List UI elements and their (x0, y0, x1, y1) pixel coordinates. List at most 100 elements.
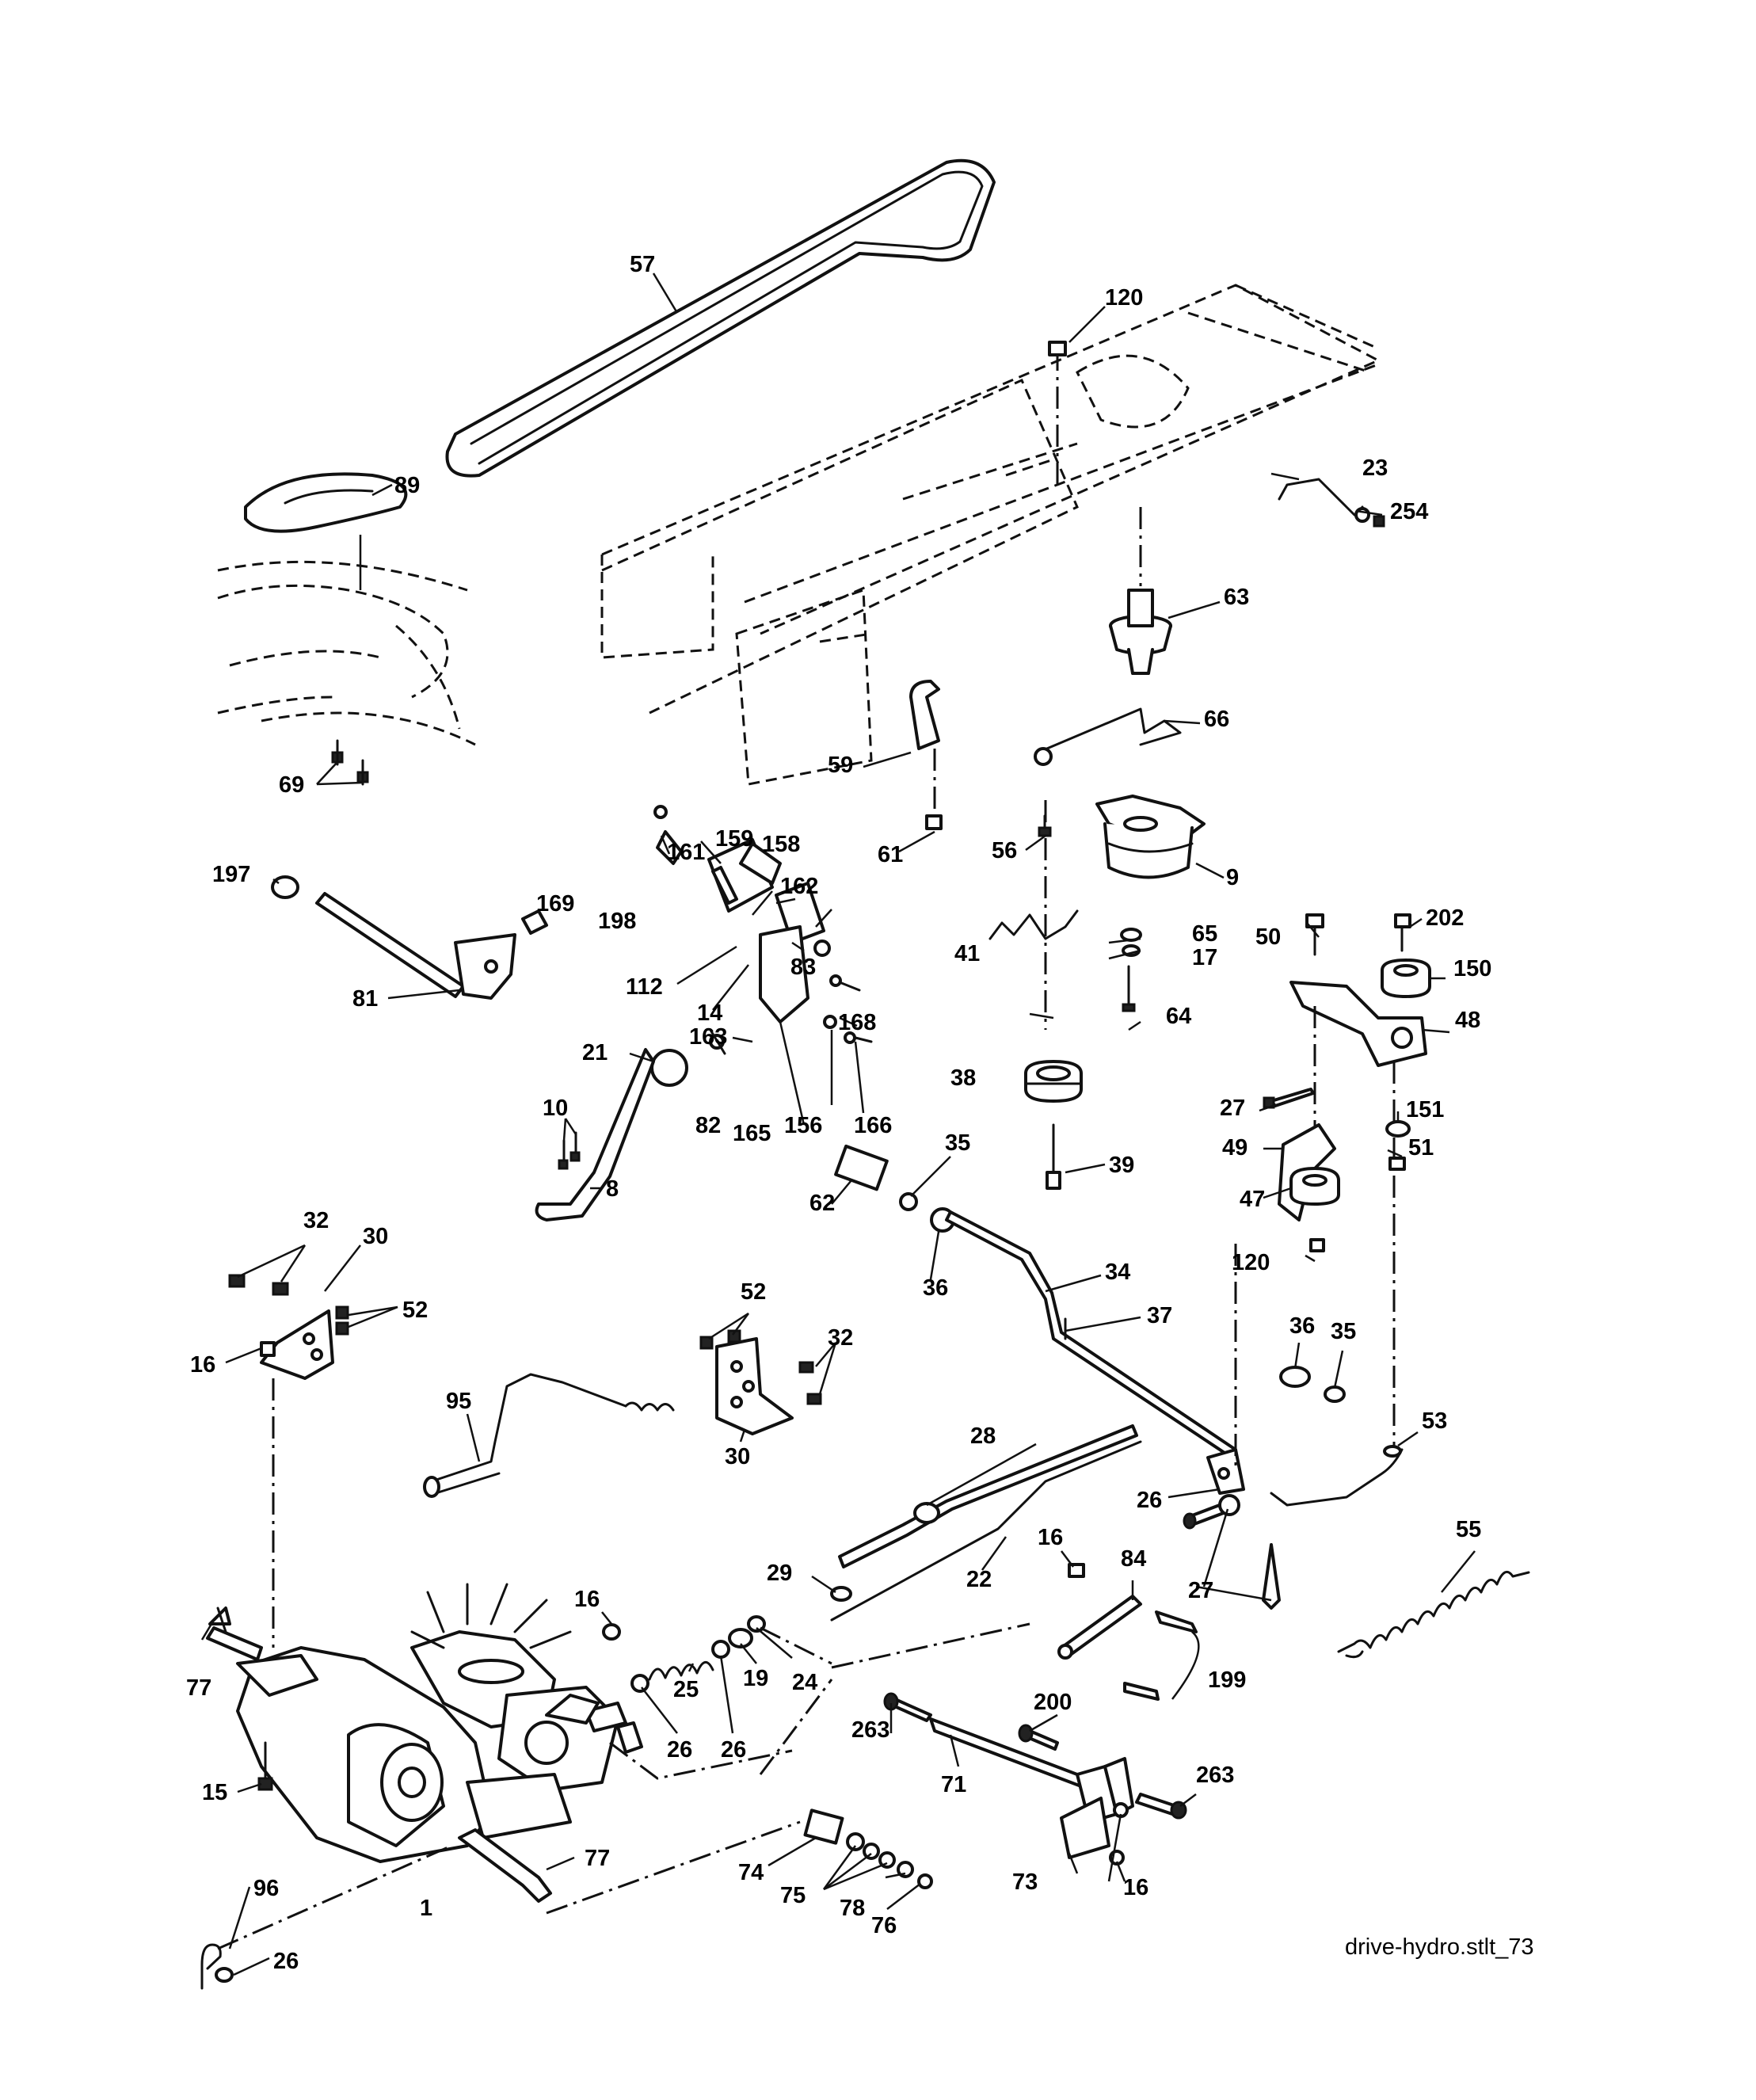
callout-66: 66 (1204, 707, 1229, 732)
callout-200: 200 (1034, 1690, 1072, 1715)
callout-48: 48 (1455, 1008, 1480, 1033)
callout-47: 47 (1240, 1187, 1265, 1212)
callout-77: 77 (585, 1846, 610, 1871)
seat-outline (217, 560, 476, 746)
callout-120: 120 (1232, 1250, 1270, 1275)
callout-19: 19 (743, 1666, 768, 1691)
callout-26: 26 (667, 1737, 692, 1763)
callout-49: 49 (1222, 1135, 1247, 1161)
callout-22: 22 (966, 1567, 992, 1592)
callout-28: 28 (970, 1424, 996, 1449)
callout-16: 16 (574, 1587, 600, 1612)
tractor-frame (600, 284, 1381, 786)
callout-61: 61 (878, 842, 903, 867)
callout-16: 16 (190, 1352, 215, 1378)
callout-36: 36 (923, 1275, 948, 1301)
shaft-81 (271, 875, 516, 1000)
callout-59: 59 (828, 753, 853, 778)
callout-15: 15 (202, 1780, 227, 1805)
callout-55: 55 (1456, 1517, 1481, 1542)
callout-51: 51 (1408, 1135, 1434, 1161)
callout-82: 82 (695, 1113, 721, 1138)
callout-39: 39 (1109, 1153, 1134, 1178)
lever-8 (535, 1048, 688, 1222)
rods-28-22 (830, 1424, 1142, 1622)
spring-25 (602, 1615, 832, 1693)
callout-30: 30 (363, 1224, 388, 1249)
callout-168: 168 (838, 1010, 876, 1035)
callout-199: 199 (1208, 1667, 1246, 1693)
callout-25: 25 (673, 1677, 699, 1702)
callout-23: 23 (1362, 455, 1388, 481)
rod-53 (1270, 1445, 1404, 1507)
callout-34: 34 (1105, 1260, 1130, 1285)
rod-23 (1278, 478, 1385, 528)
callout-21: 21 (582, 1040, 608, 1065)
callout-76: 76 (871, 1913, 897, 1938)
callout-24: 24 (792, 1670, 817, 1695)
callout-27: 27 (1220, 1096, 1245, 1121)
callout-26: 26 (273, 1949, 299, 1974)
callout-26: 26 (721, 1737, 746, 1763)
callout-65: 65 (1192, 921, 1217, 947)
callout-52: 52 (402, 1298, 428, 1323)
callout-81: 81 (352, 986, 378, 1012)
bracket-30-left (228, 1274, 349, 1648)
seat-pan (244, 472, 408, 590)
callout-56: 56 (992, 838, 1017, 863)
diagram-caption: drive-hydro.stlt_73 (1345, 1934, 1534, 1960)
callout-263: 263 (1196, 1763, 1234, 1788)
callout-50: 50 (1255, 924, 1281, 950)
callout-41: 41 (954, 941, 980, 966)
callout-35: 35 (1331, 1319, 1356, 1344)
callout-166: 166 (854, 1113, 892, 1138)
callout-16: 16 (1038, 1525, 1063, 1550)
callout-84: 84 (1121, 1546, 1146, 1572)
callout-8: 8 (606, 1176, 619, 1202)
callout-35: 35 (945, 1130, 970, 1156)
callout-202: 202 (1426, 905, 1464, 931)
bracket-71 (609, 1622, 1187, 1866)
center-pulley-stack (988, 341, 1206, 1190)
callout-83: 83 (790, 955, 816, 980)
rod-95 (423, 1373, 675, 1498)
callout-37: 37 (1147, 1303, 1172, 1328)
callout-169: 169 (536, 891, 574, 917)
callout-29: 29 (767, 1561, 792, 1586)
callout-53: 53 (1422, 1408, 1447, 1434)
callout-32: 32 (303, 1208, 329, 1233)
callout-62: 62 (809, 1191, 835, 1216)
callout-27: 27 (1188, 1578, 1213, 1603)
bracket-assembly (521, 805, 873, 1055)
callout-150: 150 (1453, 956, 1491, 981)
callout-120: 120 (1105, 285, 1143, 311)
spring-55 (1337, 1570, 1530, 1659)
callout-159: 159 (715, 826, 753, 852)
callout-26: 26 (1137, 1488, 1162, 1513)
callout-158: 158 (762, 832, 800, 857)
callout-151: 151 (1406, 1097, 1444, 1122)
callout-75: 75 (780, 1883, 806, 1908)
callout-163: 163 (689, 1024, 727, 1050)
link-84 (1057, 1563, 1200, 1701)
callout-161: 161 (667, 840, 705, 865)
callout-57: 57 (630, 252, 655, 277)
pin-96 (200, 1943, 234, 1990)
callout-78: 78 (840, 1896, 865, 1921)
callout-36: 36 (1289, 1313, 1315, 1339)
callout-69: 69 (279, 772, 304, 798)
callout-30: 30 (725, 1444, 750, 1469)
callout-89: 89 (394, 473, 420, 498)
callout-156: 156 (784, 1113, 822, 1138)
callout-263: 263 (851, 1717, 889, 1743)
callout-1: 1 (420, 1896, 432, 1921)
latch-59 (909, 680, 943, 830)
callout-165: 165 (733, 1121, 771, 1146)
callout-96: 96 (253, 1876, 279, 1901)
spacer-stack (546, 1808, 933, 1915)
callout-16: 16 (1123, 1875, 1148, 1900)
callout-95: 95 (446, 1389, 471, 1414)
callout-52: 52 (741, 1279, 766, 1305)
callout-73: 73 (1012, 1869, 1038, 1895)
